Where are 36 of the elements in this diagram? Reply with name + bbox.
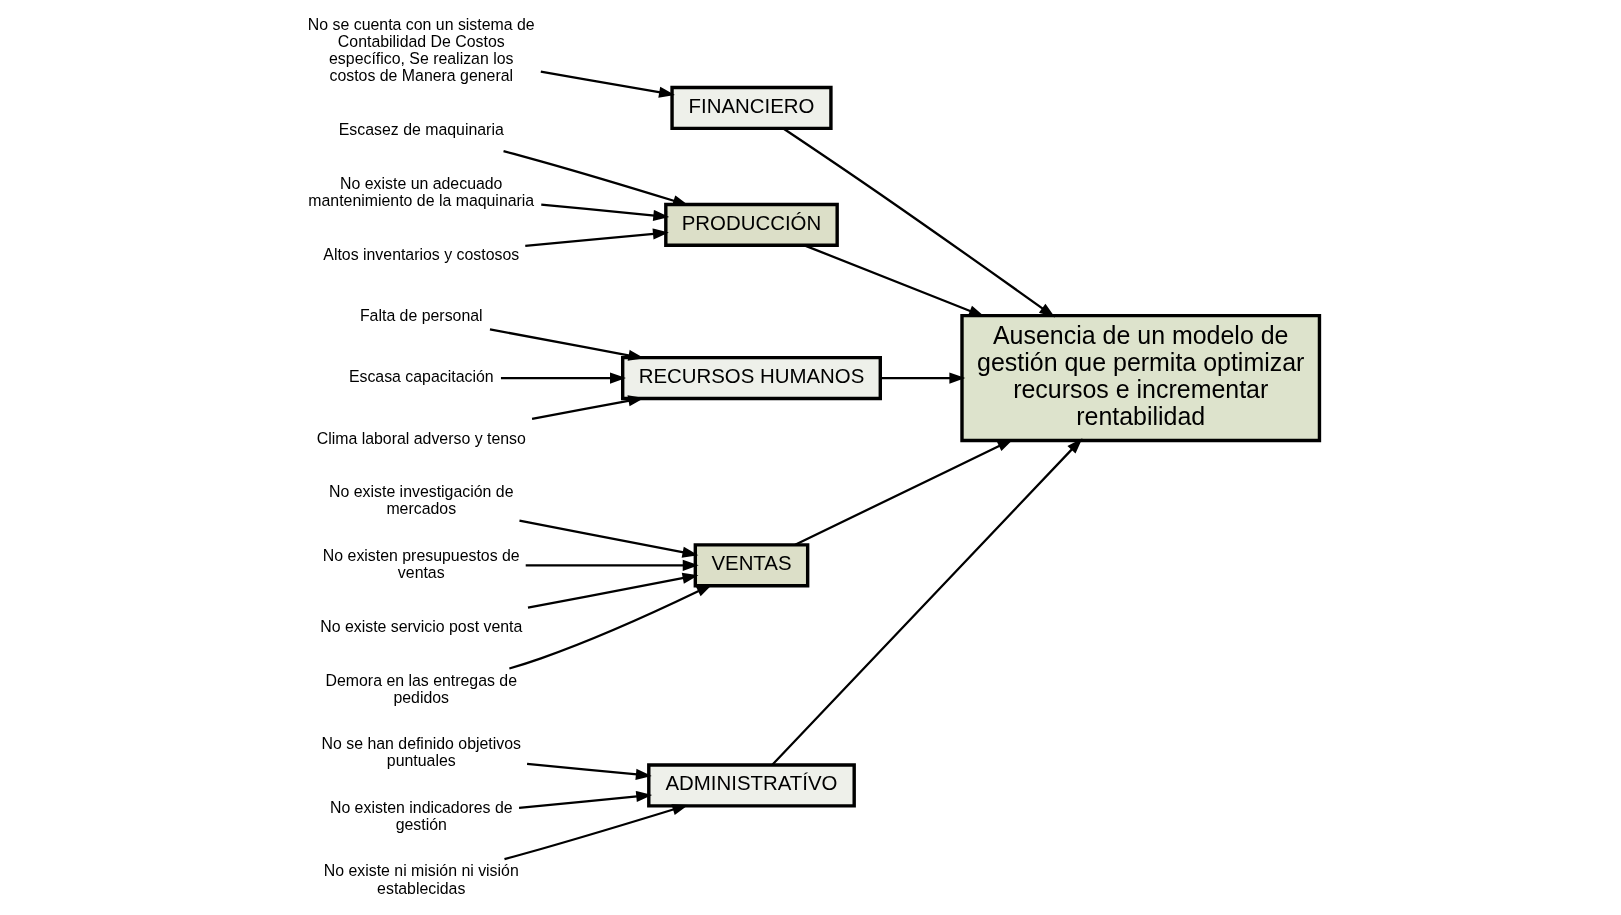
node-box: FINANCIERO (670, 85, 833, 131)
node-text: No existe un adecuado mantenimiento de la maquinaria (308, 174, 535, 209)
arrow (519, 519, 699, 558)
arrow (526, 762, 652, 780)
node-box: PRODUCCIÓN (664, 202, 839, 247)
arrow (500, 372, 626, 384)
node-box: Ausencia de un modelo de gestión que permita optimizar recursos e incrementar rentabilidad (960, 313, 1322, 443)
arrow (541, 203, 670, 221)
node-text: Escasez de maquinaria (338, 120, 504, 138)
arrow (771, 438, 1083, 766)
node-box: ADMINISTRATÍVO (647, 763, 856, 808)
node-text: Falta de personal (359, 306, 483, 324)
node-text: Escasa capacitación (348, 368, 494, 386)
arrow (504, 804, 689, 861)
arrow (527, 572, 699, 609)
arrow (540, 70, 675, 98)
arrow (783, 127, 1056, 318)
node-text: No existe ni misión ni visión establecidas (323, 862, 519, 897)
node-text: No se cuenta con un sistema de Contabilidad De Costos específico, Se realizan los costos de Manera general (307, 15, 535, 84)
arrow (518, 790, 653, 809)
arrow (525, 228, 669, 248)
arrow (509, 584, 713, 670)
arrow (794, 439, 1014, 546)
node-text: Altos inventarios y costosos (323, 245, 520, 263)
arrow (804, 244, 985, 317)
node-text: Clima laboral adverso y tenso (316, 429, 526, 447)
node-text: No existen indicadores de gestión (329, 798, 513, 833)
node-text: No existe investigación de mercados (329, 483, 514, 518)
node-text: No existe servicio post venta (320, 617, 523, 635)
node-text: No se han definido objetivos puntuales (321, 735, 521, 770)
node-box: VENTAS (693, 543, 810, 588)
arrow (880, 372, 966, 384)
node-box: RECURSOS HUMANOS (621, 355, 882, 401)
arrow (525, 559, 699, 571)
node-text: No existen presupuestos de ventas (322, 546, 520, 582)
node-text: Demora en las entregas de pedidos (325, 671, 518, 706)
